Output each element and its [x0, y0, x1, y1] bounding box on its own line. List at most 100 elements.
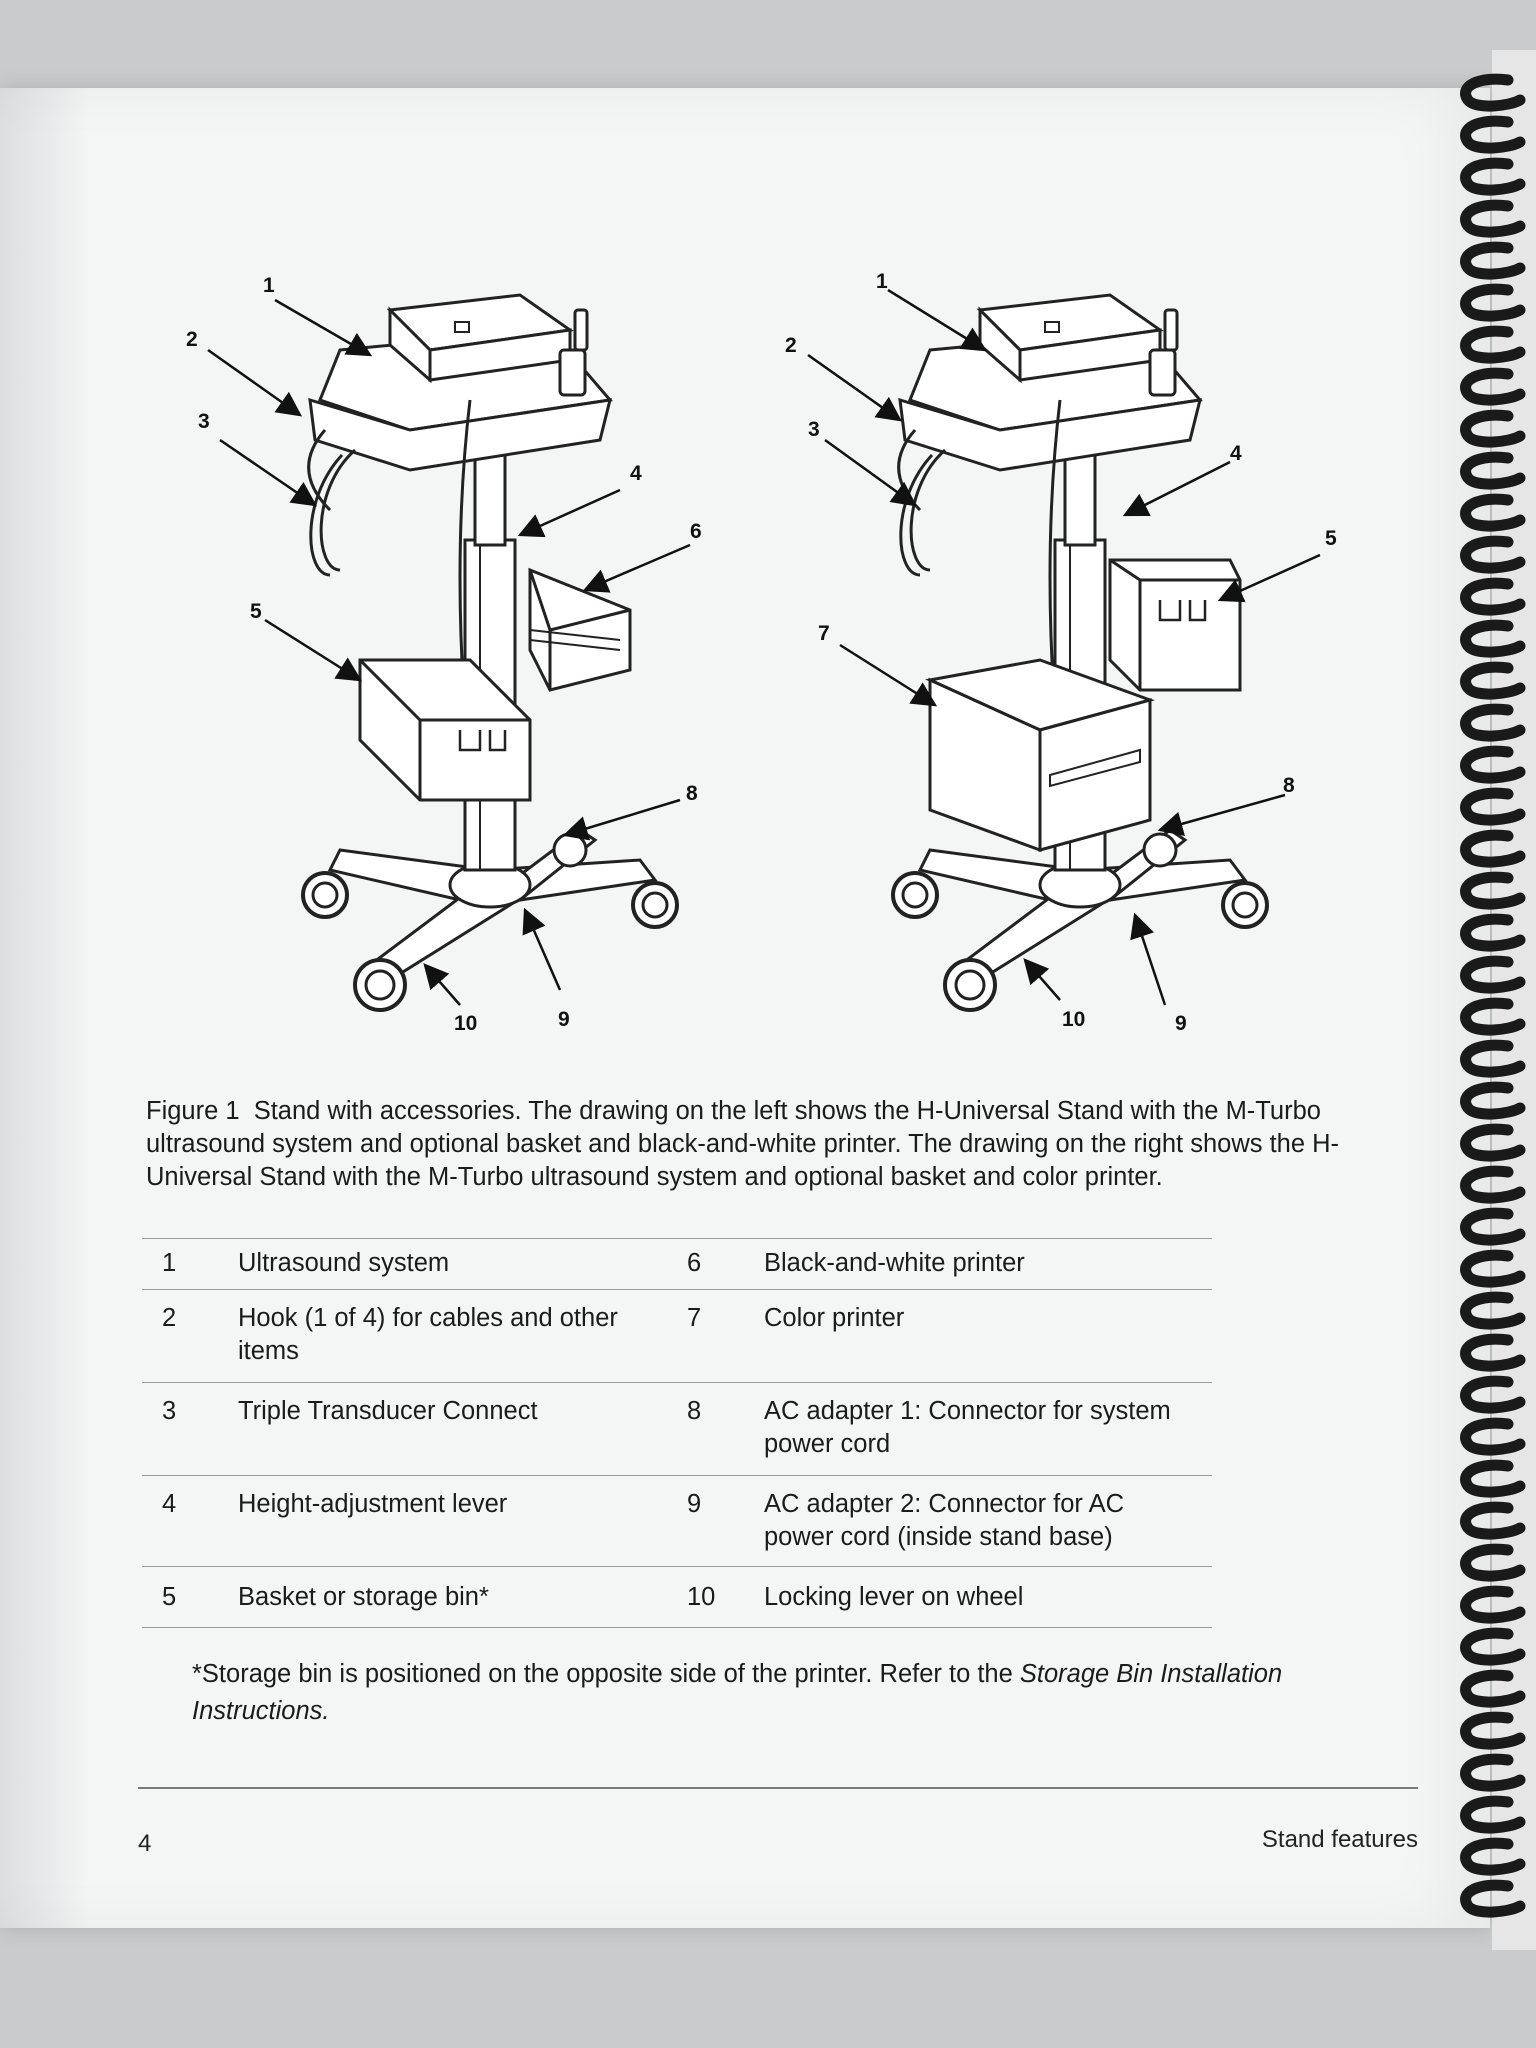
footer-section-title: Stand features	[1261, 1826, 1418, 1853]
footer-divider	[138, 1787, 1418, 1789]
row-number: 6	[687, 1249, 702, 1277]
spiral-coil	[1460, 1543, 1526, 1582]
spiral-coil	[1460, 73, 1526, 112]
spiral-coil	[1460, 199, 1526, 238]
page-shadow	[0, 88, 90, 1928]
row-item: Basket or storage bin*	[238, 1583, 489, 1611]
note-text: *Storage bin is positioned on the opposi…	[192, 1660, 1020, 1688]
stand-figure: 1 2 3 4 5 6 8 9 10 1 2 3 4 5 7 8 9 10	[186, 270, 1337, 1035]
table-row: 4 Height-adjustment lever 9 AC adapter 2…	[142, 1475, 1212, 1566]
spiral-coil	[1460, 1165, 1526, 1204]
table-row: 3 Triple Transducer Connect 8 AC adapter…	[142, 1382, 1212, 1475]
right-callouts	[807, 288, 1321, 1006]
row-item: AC adapter 1: Connector for system power…	[764, 1397, 1171, 1458]
row-item: Locking lever on wheel	[764, 1583, 1024, 1611]
label-5-right: 5	[1325, 527, 1337, 550]
label-1-right: 1	[876, 270, 888, 293]
row-item: Color printer	[764, 1304, 905, 1332]
row-number: 9	[687, 1490, 702, 1518]
label-8-left: 8	[686, 782, 698, 805]
spiral-coil	[1460, 661, 1526, 700]
row-item: Black-and-white printer	[764, 1249, 1025, 1277]
spiral-coil	[1460, 1627, 1526, 1666]
spiral-coil	[1460, 409, 1526, 448]
spiral-coil	[1460, 1711, 1526, 1750]
label-9-left: 9	[558, 1008, 570, 1031]
label-6-left: 6	[690, 520, 702, 543]
page-number: 4	[138, 1830, 152, 1857]
spiral-coil	[1460, 577, 1526, 616]
spiral-coil	[1460, 1417, 1526, 1456]
spiral-binding	[1460, 50, 1536, 1950]
spiral-coil	[1460, 1039, 1526, 1078]
spiral-coil	[1460, 829, 1526, 868]
left-labels: 1 2 3 4 5 6 8 9 10	[186, 274, 702, 1035]
label-10-right: 10	[1062, 1008, 1085, 1031]
spiral-coil	[1460, 1375, 1526, 1414]
spiral-coil	[1460, 325, 1526, 364]
table-row: 5 Basket or storage bin* 10 Locking leve…	[142, 1566, 1212, 1628]
label-2-right: 2	[785, 334, 797, 357]
label-4-left: 4	[630, 462, 642, 485]
row-item: AC adapter 2: Connector for AC power cor…	[764, 1490, 1125, 1551]
spiral-coil	[1460, 619, 1526, 658]
row-number: 8	[687, 1397, 702, 1425]
spiral-coil	[1460, 1837, 1526, 1876]
right-labels: 1 2 3 4 5 7 8 9 10	[785, 270, 1337, 1035]
spiral-coil	[1460, 1501, 1526, 1540]
left-callouts	[207, 298, 691, 1006]
spiral-coil	[1460, 1123, 1526, 1162]
spiral-coil	[1460, 1249, 1526, 1288]
spiral-coil	[1460, 745, 1526, 784]
row-number: 3	[162, 1397, 177, 1425]
spiral-coil	[1460, 1879, 1526, 1918]
spiral-coil	[1460, 1753, 1526, 1792]
spiral-coil	[1460, 157, 1526, 196]
label-2-left: 2	[186, 328, 198, 351]
label-4-right: 4	[1230, 442, 1242, 465]
spiral-coil	[1460, 955, 1526, 994]
spiral-coil	[1460, 241, 1526, 280]
row-number: 1	[162, 1249, 177, 1277]
spiral-coil	[1460, 115, 1526, 154]
spiral-coil	[1460, 1291, 1526, 1330]
spiral-coil	[1460, 1585, 1526, 1624]
row-number: 10	[687, 1583, 716, 1611]
spiral-coil	[1460, 1207, 1526, 1246]
label-10-left: 10	[454, 1012, 477, 1035]
table-row: 2 Hook (1 of 4) for cables and other ite…	[142, 1289, 1212, 1382]
spiral-coil	[1460, 535, 1526, 574]
label-3-right: 3	[808, 418, 820, 441]
spiral-coil	[1460, 871, 1526, 910]
label-9-right: 9	[1175, 1012, 1187, 1035]
spiral-coil	[1460, 1081, 1526, 1120]
row-number: 2	[162, 1304, 177, 1332]
figure-caption: Figure 1 Stand with accessories. The dra…	[146, 1095, 1406, 1194]
label-5-left: 5	[250, 600, 262, 623]
row-item: Hook (1 of 4) for cables and other items	[238, 1304, 618, 1365]
spiral-coil	[1460, 787, 1526, 826]
spiral-coil	[1460, 1795, 1526, 1834]
spiral-coil	[1460, 1333, 1526, 1372]
caption-text: Stand with accessories. The drawing on t…	[146, 1097, 1340, 1191]
spiral-coil	[1460, 1459, 1526, 1498]
caption-label: Figure 1	[146, 1097, 240, 1125]
row-item: Height-adjustment lever	[238, 1490, 508, 1518]
label-1-left: 1	[263, 274, 275, 297]
spiral-coil	[1460, 493, 1526, 532]
label-7-right: 7	[818, 622, 830, 645]
spiral-coil	[1460, 913, 1526, 952]
manual-page	[0, 88, 1490, 1928]
spiral-coil	[1460, 997, 1526, 1036]
spiral-coil	[1460, 451, 1526, 490]
row-number: 7	[687, 1304, 702, 1332]
spiral-coil	[1460, 367, 1526, 406]
label-3-left: 3	[198, 410, 210, 433]
spiral-coil	[1460, 283, 1526, 322]
row-number: 4	[162, 1490, 177, 1518]
spiral-coil	[1460, 703, 1526, 742]
label-8-right: 8	[1283, 774, 1295, 797]
spiral-coil	[1460, 1669, 1526, 1708]
row-number: 5	[162, 1583, 177, 1611]
row-item: Ultrasound system	[238, 1249, 450, 1277]
